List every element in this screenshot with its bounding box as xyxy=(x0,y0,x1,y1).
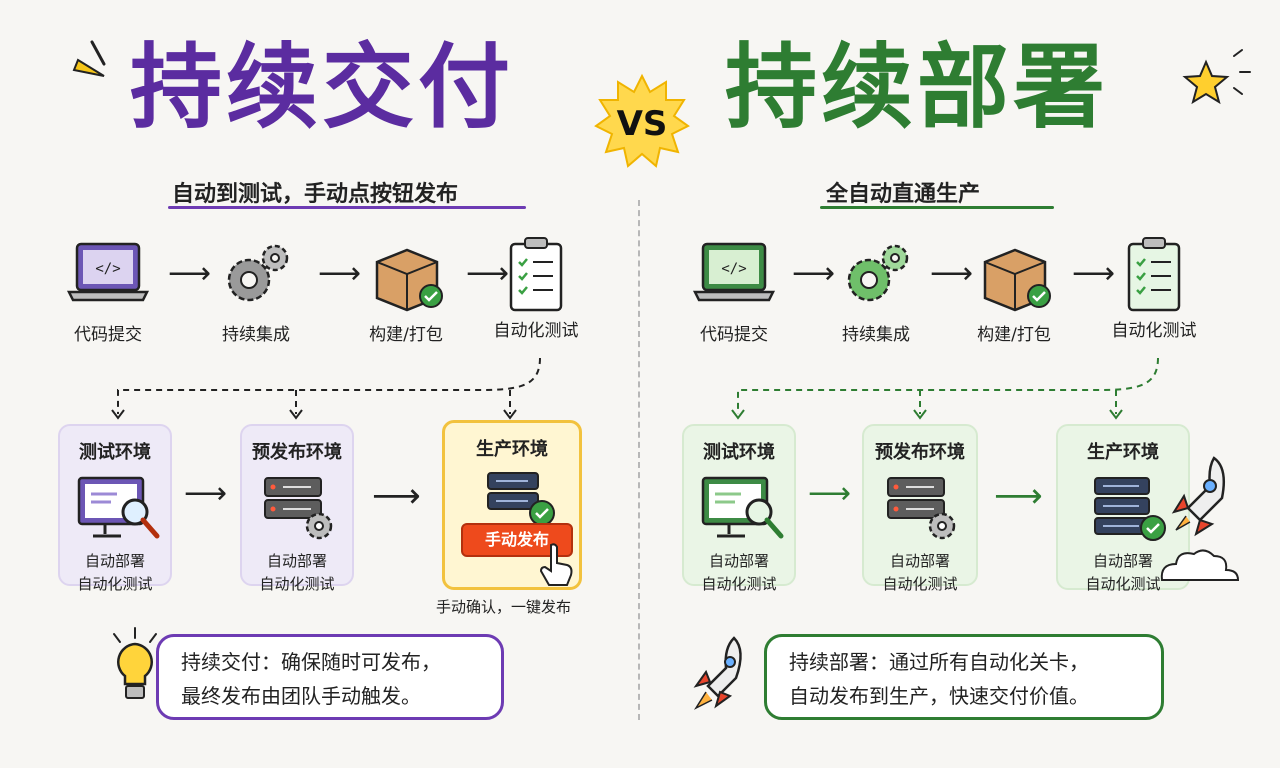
left-step-test: 自动化测试 xyxy=(476,236,596,341)
right-arrow-2: ⟶ xyxy=(930,256,974,291)
right-env-test-desc1: 自动部署 xyxy=(708,552,769,570)
left-arrow-1: ⟶ xyxy=(168,256,212,291)
right-title: 持续部署 xyxy=(725,34,1110,141)
left-step-ci-label: 持续集成 xyxy=(222,325,290,345)
left-step-build-label: 构建/打包 xyxy=(369,325,443,345)
right-env-test-desc2: 自动化测试 xyxy=(701,575,777,593)
right-step-commit-label: 代码提交 xyxy=(700,325,768,345)
right-subtitle: 全自动直通生产 xyxy=(826,182,981,207)
left-note-line2: 最终发布由团队手动触发。 xyxy=(181,684,421,708)
right-step-build-label: 构建/打包 xyxy=(977,325,1051,345)
svg-text:</>: </> xyxy=(721,261,746,277)
left-env-staging-desc2: 自动化测试 xyxy=(259,575,335,593)
left-arrow-2: ⟶ xyxy=(318,256,362,291)
right-note-line2: 自动发布到生产，快速交付价值。 xyxy=(789,684,1089,708)
right-arrow-1: ⟶ xyxy=(792,256,836,291)
left-step-commit-label: 代码提交 xyxy=(74,325,142,345)
left-step-test-label: 自动化测试 xyxy=(493,321,579,341)
left-env-test-desc1: 自动部署 xyxy=(84,552,145,570)
right-env-prod-desc2: 自动化测试 xyxy=(1085,575,1161,593)
right-arrow-env-1: ⟶ xyxy=(808,476,852,511)
laptop-code-icon: </> xyxy=(692,242,776,302)
left-confirm-note: 手动确认，一键发布 xyxy=(436,598,572,616)
left-arrow-env-1: ⟶ xyxy=(184,476,228,511)
left-step-build: 构建/打包 xyxy=(346,240,466,345)
left-env-test: 测试环境 自动部署 自动化测试 xyxy=(58,424,172,593)
right-step-build: 构建/打包 xyxy=(954,240,1074,345)
left-env-staging-name: 预发布环境 xyxy=(252,442,342,463)
right-env-prod-desc1: 自动部署 xyxy=(1092,552,1153,570)
right-env-test-name: 测试环境 xyxy=(703,442,775,463)
right-note-line1: 持续部署：通过所有自动化关卡， xyxy=(789,650,1089,674)
left-step-commit: </> 代码提交 xyxy=(48,240,168,345)
right-arrow-3: ⟶ xyxy=(1072,256,1116,291)
right-env-staging-name: 预发布环境 xyxy=(875,442,965,463)
left-summary-note: 持续交付：确保随时可发布， 最终发布由团队手动触发。 xyxy=(156,634,504,720)
right-step-test-label: 自动化测试 xyxy=(1111,321,1197,341)
left-title: 持续交付 xyxy=(130,34,515,141)
vs-label: VS xyxy=(616,104,668,144)
right-env-staging: 预发布环境 自动部署 自动化测试 xyxy=(862,424,978,593)
package-check-icon xyxy=(375,248,443,312)
left-env-prod: 生产环境 手动发布 xyxy=(442,420,582,590)
left-env-prod-name: 生产环境 xyxy=(476,439,548,460)
right-summary-note: 持续部署：通过所有自动化关卡， 自动发布到生产，快速交付价值。 xyxy=(764,634,1164,720)
left-note-line1: 持续交付：确保随时可发布， xyxy=(181,650,441,674)
hand-pointer-icon xyxy=(539,543,573,586)
laptop-code-icon: </> xyxy=(66,242,150,302)
left-subtitle: 自动到测试，手动点按钮发布 xyxy=(172,182,459,207)
right-arrow-env-2: ⟶ xyxy=(994,476,1043,516)
left-env-staging-desc1: 自动部署 xyxy=(266,552,327,570)
left-env-test-name: 测试环境 xyxy=(79,442,151,463)
right-env-test: 测试环境 自动部署 自动化测试 xyxy=(682,424,796,593)
right-env-staging-desc2: 自动化测试 xyxy=(882,575,958,593)
svg-text:</>: </> xyxy=(95,261,120,277)
left-arrow-3: ⟶ xyxy=(466,256,510,291)
right-step-ci-label: 持续集成 xyxy=(842,325,910,345)
left-env-staging: 预发布环境 自动部署 自动化测试 xyxy=(240,424,354,593)
star-icon xyxy=(1182,49,1251,105)
right-subtitle-underline xyxy=(820,206,1054,209)
gears-icon xyxy=(847,244,909,302)
left-subtitle-underline xyxy=(168,206,526,209)
monitor-magnifier-icon xyxy=(77,476,160,539)
gears-icon xyxy=(227,244,289,302)
vs-burst-icon xyxy=(594,73,690,168)
spark-decoration-icon xyxy=(72,40,106,77)
manual-release-button[interactable]: 手动发布 xyxy=(461,523,573,557)
left-arrow-env-2: ⟶ xyxy=(372,476,421,516)
right-env-prod: 生产环境 自动部署 自动化测试 xyxy=(1056,424,1190,593)
center-divider xyxy=(638,200,640,720)
server-check-icon xyxy=(487,472,555,526)
left-env-test-desc2: 自动化测试 xyxy=(77,575,153,593)
package-check-icon xyxy=(983,248,1051,312)
right-step-ci: 持续集成 xyxy=(816,240,936,345)
lightbulb-icon xyxy=(113,627,157,699)
server-gear-icon xyxy=(887,477,956,540)
monitor-magnifier-icon xyxy=(701,476,784,539)
server-gear-icon xyxy=(264,477,333,540)
right-connector xyxy=(731,357,1159,420)
right-env-staging-desc1: 自动部署 xyxy=(889,552,950,570)
clipboard-checklist-icon xyxy=(509,237,563,312)
server-check-icon xyxy=(1094,477,1166,541)
rocket-icon xyxy=(693,636,742,710)
left-connector xyxy=(111,357,541,420)
right-step-test: 自动化测试 xyxy=(1094,236,1214,341)
left-step-ci: 持续集成 xyxy=(196,240,316,345)
right-env-prod-name: 生产环境 xyxy=(1087,442,1159,463)
clipboard-checklist-icon xyxy=(1127,237,1181,312)
rocket-icon xyxy=(1160,456,1240,581)
right-step-commit: </> 代码提交 xyxy=(674,240,794,345)
